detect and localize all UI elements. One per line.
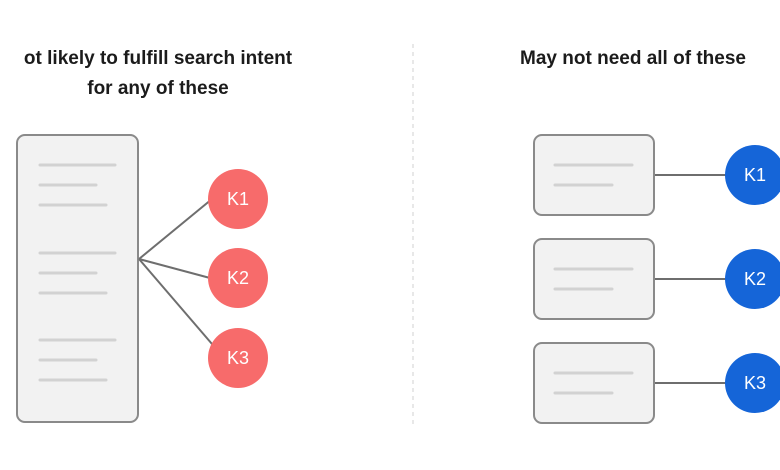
left-keyword-k1-label: K1 [227,189,249,209]
left-keyword-k2-label: K2 [227,268,249,288]
left-keyword-k3: K3 [208,328,268,388]
long-page-text-lines [38,163,117,382]
small-page-2 [533,238,655,320]
left-title-line-2: for any of these [87,78,229,99]
left-keyword-k3-label: K3 [227,348,249,368]
right-keyword-k2: K2 [725,249,780,309]
right-title: May not need all of these [520,48,746,69]
long-page [16,134,139,423]
right-keyword-k2-label: K2 [744,269,766,289]
right-keyword-k1-label: K1 [744,165,766,185]
right-keyword-k3: K3 [725,353,780,413]
left-title-line-1: ot likely to fulfill search intent [23,48,293,69]
small-page-3 [533,342,655,424]
right-keyword-k3-label: K3 [744,373,766,393]
connector-left-k3 [138,258,213,345]
right-keyword-k1: K1 [725,145,780,205]
connector-left-k1 [138,198,213,260]
connector-left-k2 [138,258,211,279]
right-connectors [655,174,726,384]
left-keyword-k2: K2 [208,248,268,308]
left-keyword-k1: K1 [208,169,268,229]
small-page-1 [533,134,655,216]
left-title: ot likely to fulfill search intent for a… [0,44,348,104]
left-connectors [138,198,213,345]
